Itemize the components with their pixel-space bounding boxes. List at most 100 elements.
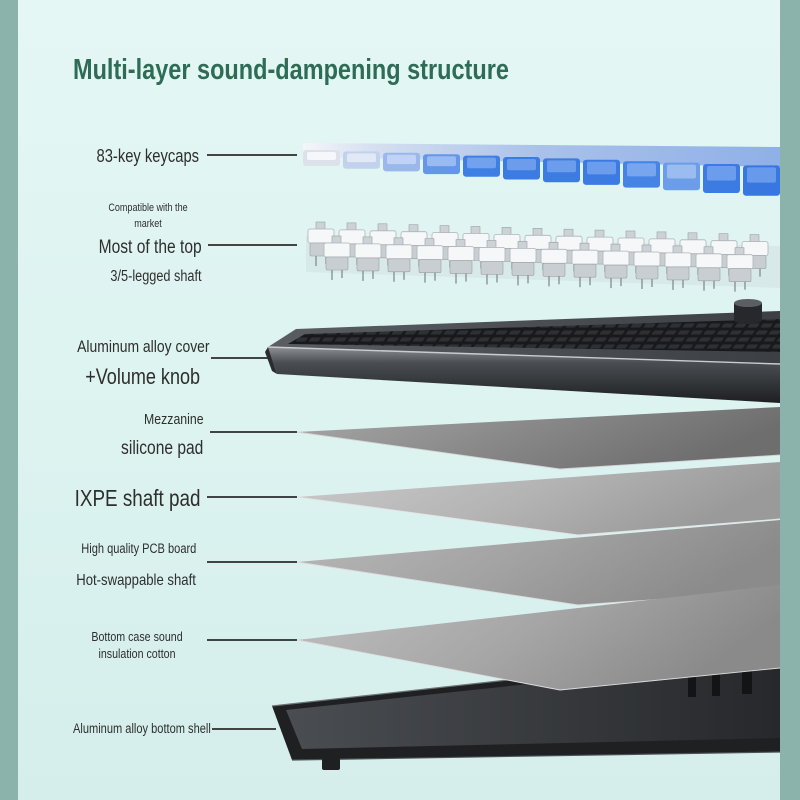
keycaps-back-row xyxy=(303,143,780,167)
volume-knob xyxy=(734,299,762,324)
switch-bottom-housing xyxy=(635,265,659,280)
label-ixpe-pad: IXPE shaft pad xyxy=(74,484,200,511)
switch-top-housing xyxy=(726,254,754,270)
switch xyxy=(602,243,630,289)
switch-top-housing xyxy=(493,233,521,249)
switch-bottom-housing xyxy=(728,268,752,283)
switch-top-housing xyxy=(679,239,707,255)
switch xyxy=(354,236,382,281)
switch xyxy=(664,245,692,290)
keycap xyxy=(743,165,780,196)
keycap xyxy=(583,159,620,185)
switch-top-housing xyxy=(462,233,490,248)
keycap xyxy=(303,150,340,166)
cover-front-face xyxy=(268,347,780,403)
keycap-top xyxy=(307,152,336,160)
bottom-insulation-cotton xyxy=(297,585,780,690)
switch-top-housing xyxy=(307,228,335,244)
switch-top-housing xyxy=(509,247,537,263)
volume-knob-body xyxy=(734,303,762,320)
keycap-top xyxy=(387,154,416,165)
switch-top-housing xyxy=(664,252,692,268)
label-mezzanine: Mezzanine xyxy=(144,410,204,428)
page-title: Multi-layer sound-dampening structure xyxy=(73,54,509,86)
switch-top-housing xyxy=(571,249,599,265)
bottom-shell-post xyxy=(688,667,696,697)
keycap-top xyxy=(667,164,696,179)
bottom-shell-post xyxy=(742,660,752,694)
switch xyxy=(695,246,723,291)
switch-bottom-housing xyxy=(449,260,473,274)
switch-bottom-housing xyxy=(604,264,628,279)
keycap-top xyxy=(627,163,656,177)
switch-top-housing xyxy=(555,235,583,251)
label-cover-sub: +Volume knob xyxy=(85,364,200,389)
switch-top-housing xyxy=(617,237,645,253)
keycap xyxy=(663,162,700,191)
keycap-top xyxy=(547,160,576,173)
label-mezzanine-sub: silicone pad xyxy=(120,437,203,459)
keycap-top xyxy=(347,153,376,163)
bottom-shell-base-edge xyxy=(291,751,781,761)
ixpe-shaft-pad xyxy=(297,462,780,535)
bottom-shell-foot xyxy=(322,758,340,770)
switch-bottom-housing xyxy=(697,267,721,282)
switch-top-housing xyxy=(633,251,661,267)
label-pcb-sub: Hot-swappable shaft xyxy=(76,572,196,589)
switch xyxy=(323,235,351,280)
switch xyxy=(540,242,568,287)
switch-top-housing xyxy=(695,253,723,269)
label-cover: Aluminum alloy cover xyxy=(77,336,210,356)
switch-bottom-housing xyxy=(480,261,504,275)
cover-edge-highlight xyxy=(267,346,781,365)
switch-top-housing xyxy=(447,246,475,262)
switch xyxy=(633,244,661,289)
switch xyxy=(478,240,506,285)
frame-strip-left xyxy=(0,0,18,800)
switch xyxy=(385,237,413,282)
ixpe-pad-layer xyxy=(296,462,781,536)
label-keycaps: 83-key keycaps xyxy=(96,146,199,166)
bottom-cotton-layer xyxy=(296,585,781,691)
switch-top-housing xyxy=(338,229,366,245)
label-bottom-cotton-line1: Bottom case sound xyxy=(91,628,183,644)
label-switches: Most of the top xyxy=(98,236,202,258)
switch xyxy=(571,242,599,288)
switch xyxy=(726,247,754,292)
bottom-shell-post xyxy=(712,664,720,696)
ixpe-pad-edge xyxy=(296,496,781,536)
label-switches-sub: 3/5-legged shaft xyxy=(110,268,202,285)
keycap xyxy=(503,157,540,180)
label-switches-note-line2: market xyxy=(134,217,162,230)
mezzanine-pad-edge xyxy=(296,431,781,470)
cover-plate-opening xyxy=(288,319,780,352)
switch-top-housing xyxy=(710,240,738,256)
switch-bottom-housing xyxy=(418,259,442,274)
switch-top-housing xyxy=(478,247,506,262)
volume-knob-base xyxy=(734,316,762,324)
keycap-top xyxy=(467,157,496,169)
switch-top-housing xyxy=(602,250,630,266)
label-bottom-cotton-line2: insulation cotton xyxy=(98,645,176,661)
keycap-top xyxy=(427,156,456,167)
bottom-cotton-edge xyxy=(296,639,781,691)
switch-top-housing xyxy=(524,234,552,250)
switch-bottom-housing xyxy=(325,256,349,271)
aluminum-cover-layer xyxy=(265,299,781,403)
switch-top-housing xyxy=(385,244,413,260)
switch xyxy=(509,241,537,286)
pcb-layer xyxy=(296,520,781,606)
keycap xyxy=(703,164,740,193)
keycaps-layer xyxy=(303,143,780,196)
keycap-top xyxy=(707,166,736,181)
switch-top-housing xyxy=(400,231,428,247)
keycaps-front-row xyxy=(303,150,780,196)
label-bottom-shell: Aluminum alloy bottom shell xyxy=(73,721,211,736)
frame-strip-right xyxy=(780,0,800,800)
switch-top-housing xyxy=(323,242,351,258)
switch-bottom-housing xyxy=(511,262,535,276)
switch-top-housing xyxy=(741,241,769,257)
keycap-top xyxy=(747,167,776,183)
